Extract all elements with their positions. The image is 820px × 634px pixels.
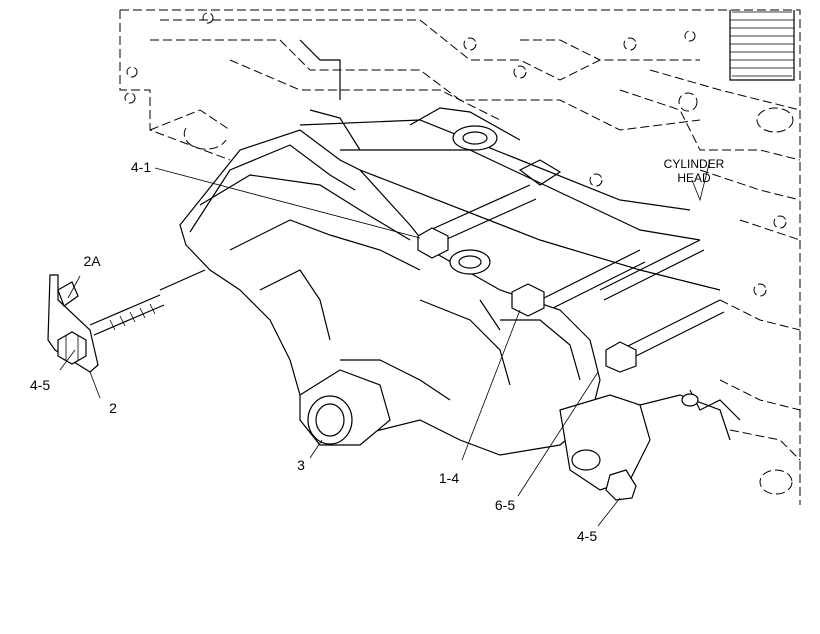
- leader-lines: [59, 159, 711, 527]
- label-part-4-5-left: 4-5: [30, 377, 50, 393]
- valve-spring: [729, 10, 795, 81]
- label-part-2: 2: [109, 400, 117, 416]
- bracket-2: [47, 274, 99, 373]
- label-part-4-1: 4-1: [131, 159, 151, 175]
- engine-block: [119, 9, 801, 505]
- label-part-6-5: 6-5: [495, 497, 515, 513]
- bolts: [417, 227, 637, 373]
- label-part-2a: 2A: [83, 253, 101, 269]
- label-cylinder-head-2: HEAD: [677, 171, 711, 185]
- outlet-tube: [299, 369, 391, 446]
- label-cylinder-head-1: CYLINDER: [664, 157, 725, 171]
- label-part-1-4: 1-4: [439, 470, 459, 486]
- label-part-3: 3: [297, 457, 305, 473]
- label-part-4-5-right: 4-5: [577, 528, 597, 544]
- upper-rail: [299, 39, 721, 291]
- right-flange: [559, 389, 741, 501]
- studs: [89, 184, 725, 363]
